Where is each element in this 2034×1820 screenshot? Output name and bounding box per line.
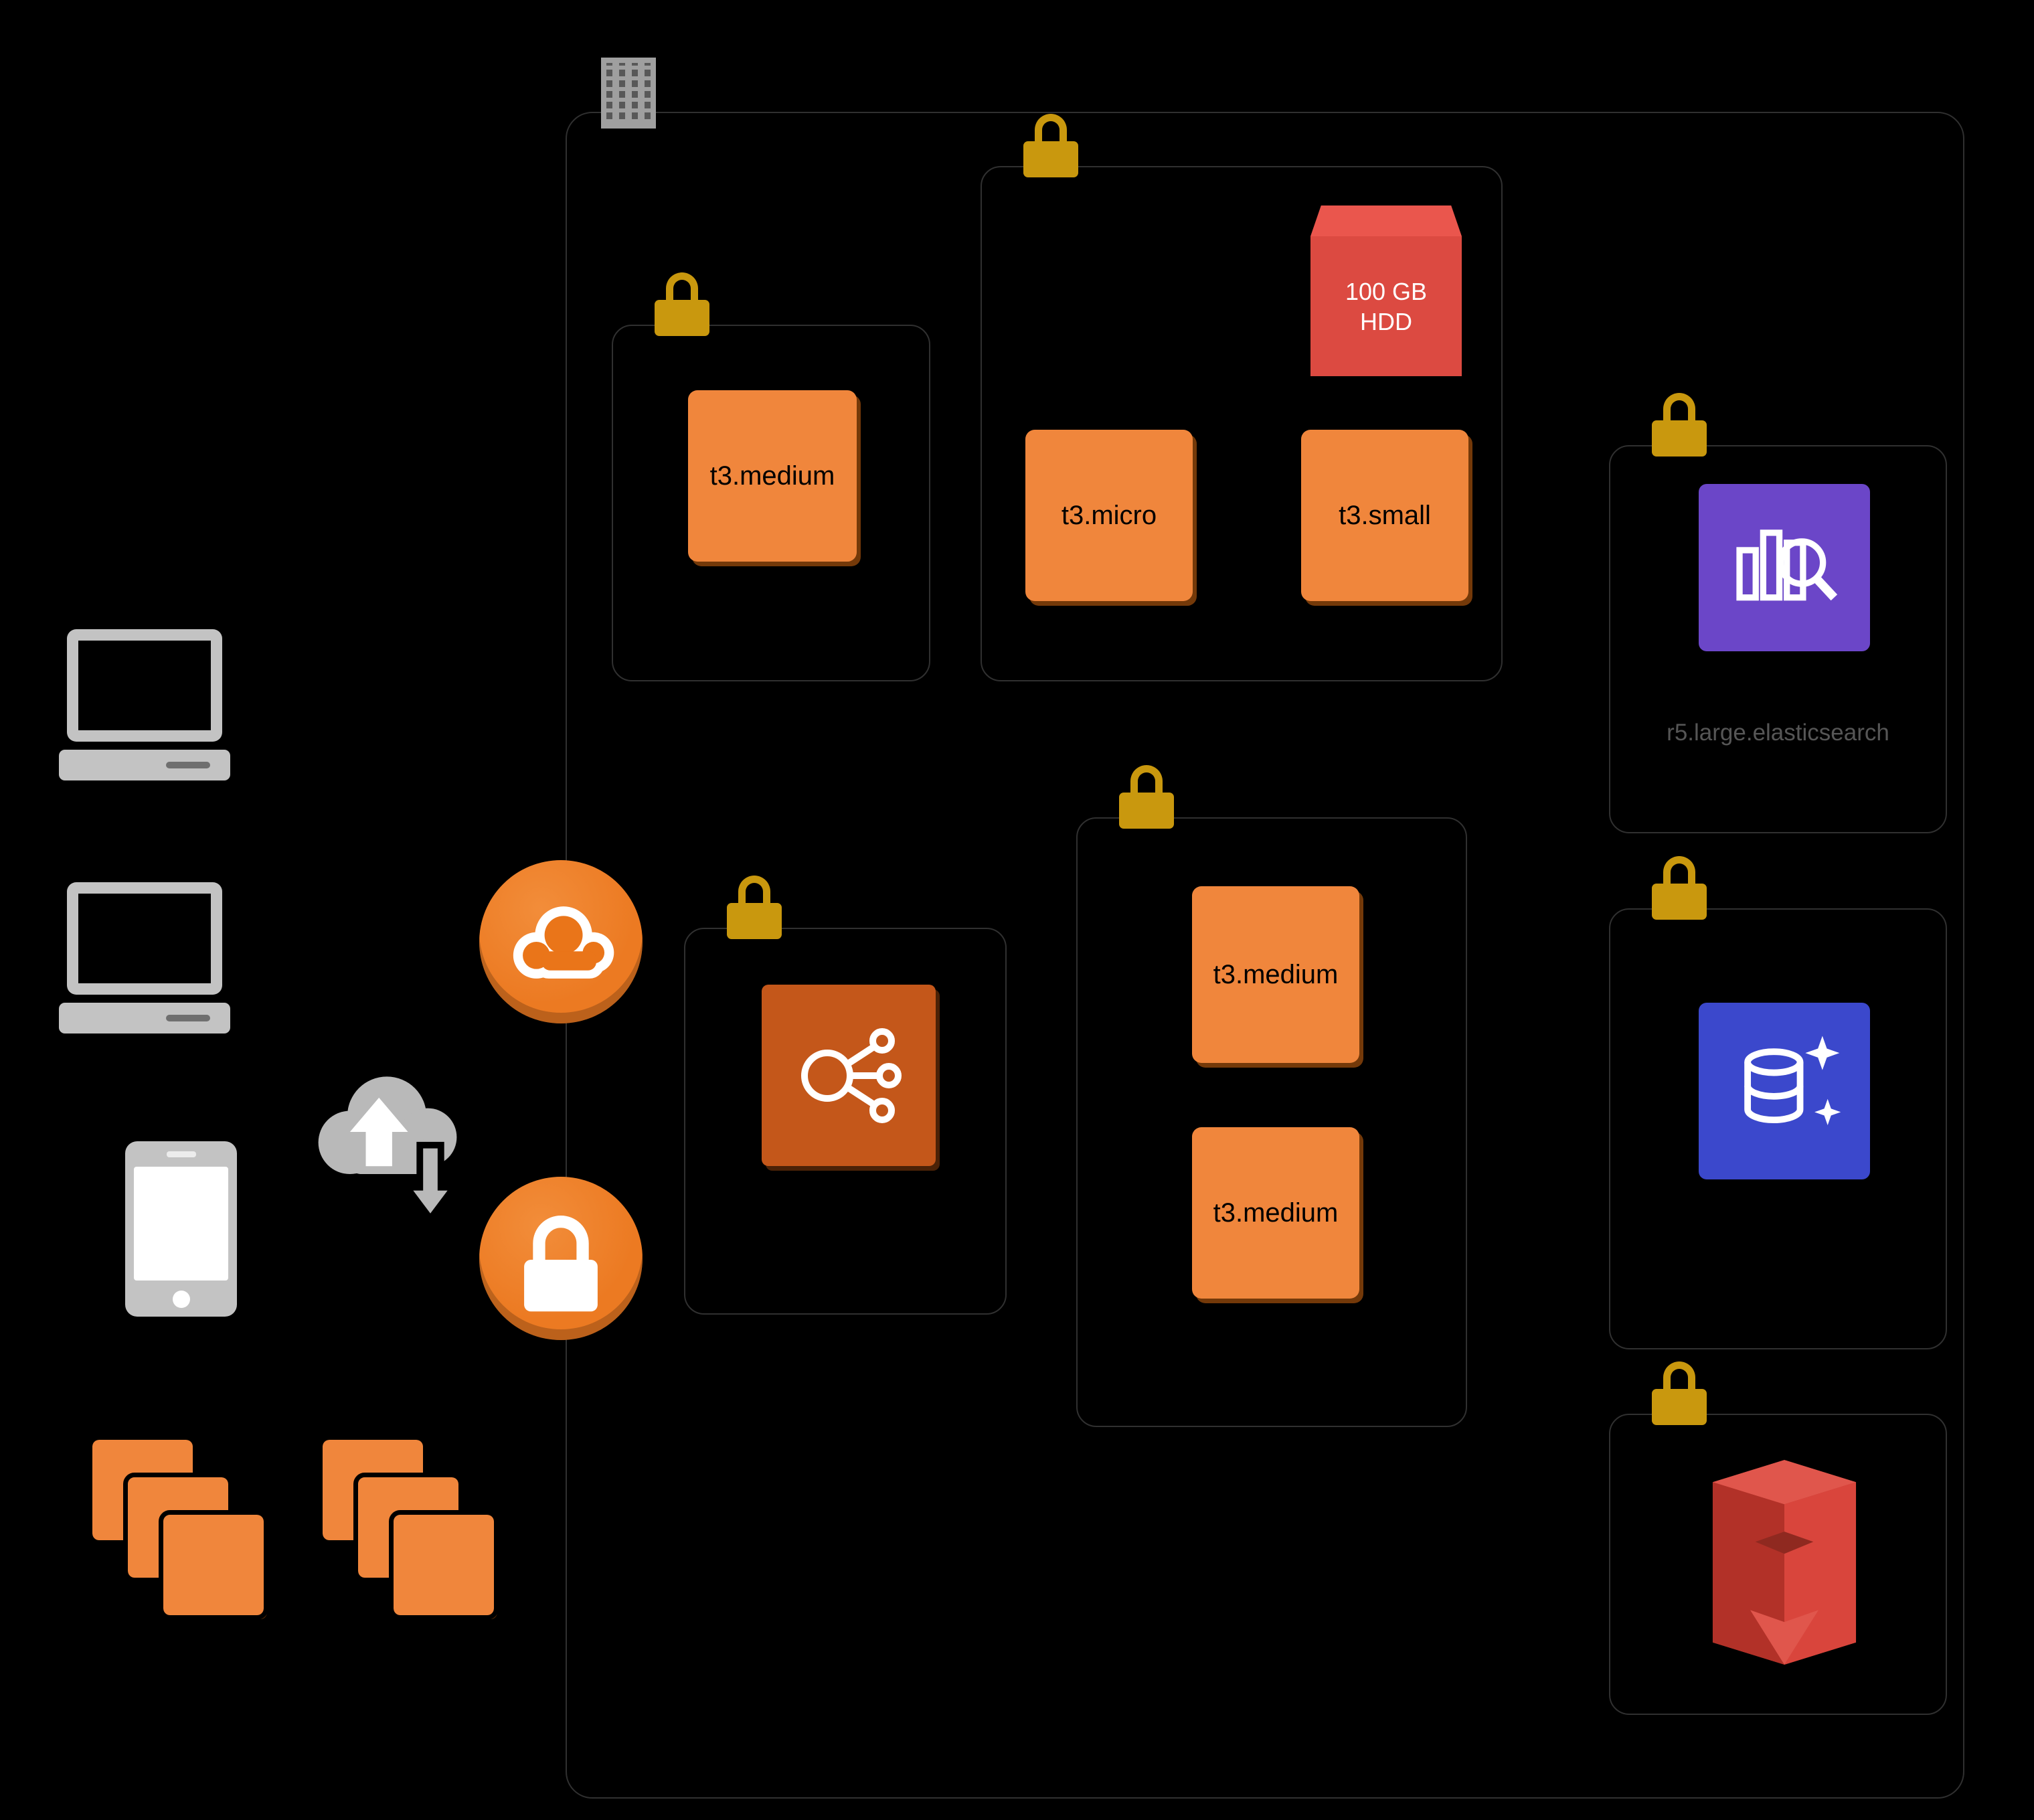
phone-screen — [134, 1167, 228, 1280]
ec2-instance: t3.medium — [688, 390, 857, 562]
stacked-instances-icon — [318, 1435, 499, 1620]
phone-speaker — [166, 1151, 196, 1157]
ec2-instance: t3.small — [1301, 430, 1468, 601]
security-group-web: t3.medium — [612, 272, 930, 681]
computer-base — [59, 1003, 230, 1033]
gold-padlock-icon — [1650, 1361, 1708, 1426]
instance-label: t3.micro — [1061, 500, 1157, 530]
hdd-label-line1: 100 GB — [1345, 277, 1428, 305]
security-group-loadbalancer — [684, 876, 1007, 1315]
security-group-s3 — [1609, 1361, 1947, 1715]
security-group-dax — [1609, 856, 1947, 1349]
cloud-up-down-arrows-icon — [303, 1044, 474, 1225]
instance-label: t3.medium — [1213, 959, 1339, 989]
hdd-label-line2: HDD — [1360, 307, 1412, 335]
database-sparkle-icon — [1699, 1003, 1870, 1179]
instance-label: t3.medium — [1213, 1197, 1339, 1228]
phone-home-button — [172, 1291, 190, 1308]
red-hdd-box-icon: 100 GB HDD — [1310, 205, 1462, 376]
building-grid-icon — [601, 58, 656, 129]
red-3d-bucket-icon — [1699, 1457, 1870, 1668]
instance-label: t3.small — [1339, 500, 1431, 530]
gold-padlock-icon — [1118, 765, 1175, 829]
cloud-in-orange-circle-icon — [479, 860, 643, 1023]
ec2-instance: t3.micro — [1025, 430, 1193, 601]
computer-base — [59, 750, 230, 780]
gold-padlock-icon — [726, 876, 783, 940]
gold-padlock-icon — [1650, 856, 1708, 920]
gold-padlock-icon — [1022, 114, 1080, 178]
security-group-elasticsearch: r5.large.elasticsearch — [1609, 393, 1947, 833]
gold-padlock-icon — [1650, 393, 1708, 457]
smartphone-icon — [125, 1141, 237, 1317]
instance-label: t3.medium — [709, 461, 835, 491]
bar-chart-magnifier-icon — [1699, 484, 1870, 651]
desktop-computer-icon — [59, 629, 230, 805]
gold-padlock-icon — [653, 272, 711, 337]
monitor — [67, 629, 222, 742]
security-group-app: t3.medium t3.medium — [1076, 765, 1467, 1427]
monitor — [67, 882, 222, 995]
ec2-instance: t3.medium — [1192, 886, 1359, 1063]
ec2-instance: t3.medium — [1192, 1127, 1359, 1299]
elasticsearch-caption: r5.large.elasticsearch — [1667, 720, 1889, 746]
desktop-computer-icon — [59, 882, 230, 1058]
padlock-in-orange-circle-icon — [479, 1177, 643, 1340]
stacked-instances-icon — [88, 1435, 268, 1620]
security-group-data: 100 GB HDD t3.micro t3.small — [981, 114, 1503, 681]
network-branch-icon — [762, 985, 936, 1166]
